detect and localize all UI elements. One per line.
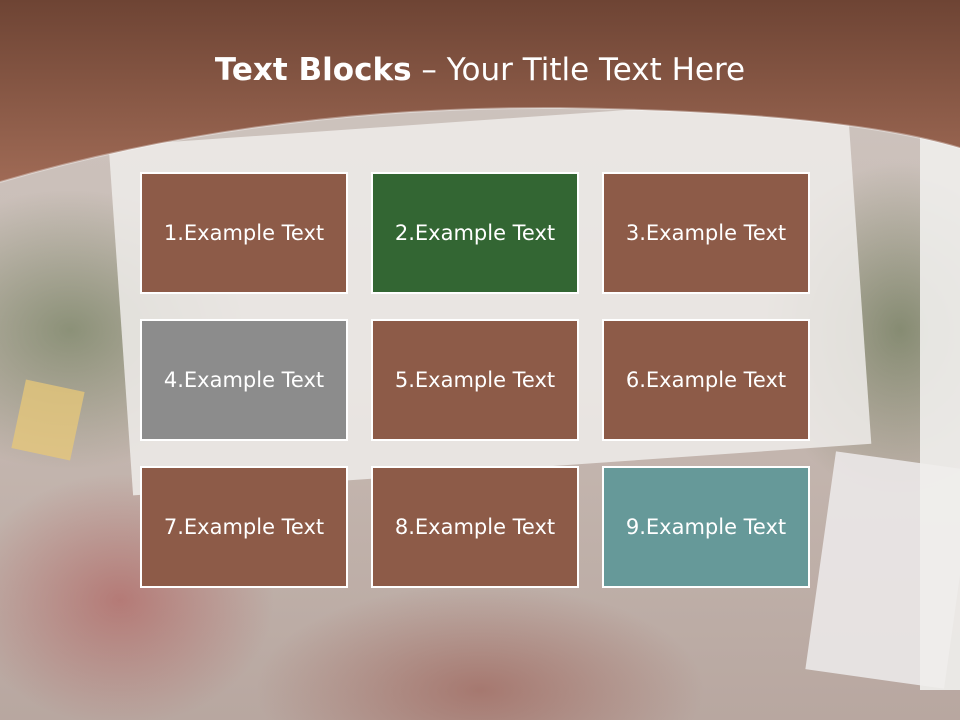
text-block-label: 3.Example Text — [625, 221, 787, 245]
slide-title: Text Blocks – Your Title Text Here — [0, 52, 960, 88]
protest-sign — [920, 130, 960, 690]
header-band — [0, 0, 960, 183]
text-block-label: 4.Example Text — [163, 368, 325, 392]
text-block-9[interactable]: 9.Example Text — [602, 466, 810, 588]
title-bold: Text Blocks — [214, 52, 412, 88]
text-block-label: 1.Example Text — [163, 221, 325, 245]
text-block-label: 5.Example Text — [394, 368, 556, 392]
text-block-label: 7.Example Text — [163, 515, 325, 539]
text-block-7[interactable]: 7.Example Text — [140, 466, 348, 588]
title-dash: – — [411, 52, 447, 88]
text-block-5[interactable]: 5.Example Text — [371, 319, 579, 441]
text-block-label: 2.Example Text — [394, 221, 556, 245]
title-rest: Your Title Text Here — [446, 52, 746, 88]
text-block-8[interactable]: 8.Example Text — [371, 466, 579, 588]
text-block-label: 9.Example Text — [625, 515, 787, 539]
text-block-label: 8.Example Text — [394, 515, 556, 539]
text-block-1[interactable]: 1.Example Text — [140, 172, 348, 294]
protest-sign — [11, 379, 85, 461]
text-block-3[interactable]: 3.Example Text — [602, 172, 810, 294]
text-block-6[interactable]: 6.Example Text — [602, 319, 810, 441]
text-block-4[interactable]: 4.Example Text — [140, 319, 348, 441]
text-block-2[interactable]: 2.Example Text — [371, 172, 579, 294]
text-block-label: 6.Example Text — [625, 368, 787, 392]
